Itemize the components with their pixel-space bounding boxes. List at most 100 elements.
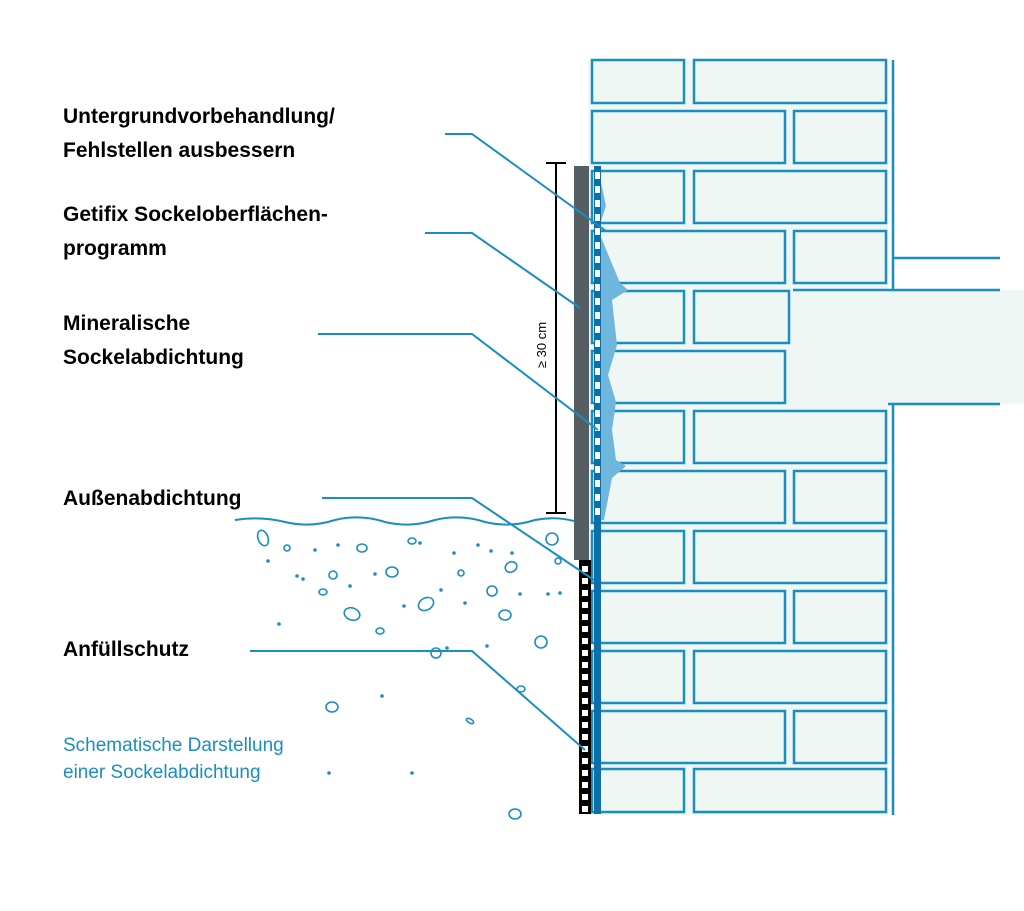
outer-sealing-layer	[594, 166, 601, 814]
height-dimension	[546, 162, 566, 514]
floor-slab	[793, 256, 1024, 406]
sealing-dash	[595, 452, 600, 459]
soil-dot	[485, 644, 489, 648]
protection-square	[582, 602, 588, 608]
soil-dot	[380, 694, 384, 698]
label-mineral-line1: Mineralische	[63, 312, 190, 335]
protection-square	[582, 710, 588, 716]
brick	[692, 58, 888, 105]
soil-dot	[546, 592, 550, 596]
sealing-dash	[595, 466, 600, 473]
sealing-dash	[595, 242, 600, 249]
brick	[792, 589, 888, 645]
protection-square	[582, 686, 588, 692]
protection-square	[582, 650, 588, 656]
label-anfuell: Anfüllschutz	[63, 638, 189, 661]
brick	[692, 529, 888, 585]
soil-dots	[266, 541, 562, 775]
sealing-dash	[595, 340, 600, 347]
protection-square	[582, 698, 588, 704]
soil-texture	[256, 529, 562, 820]
protection-square	[582, 566, 588, 572]
soil-pebble	[516, 685, 526, 693]
brick	[590, 58, 686, 105]
soil-pebble	[498, 609, 512, 621]
brick	[590, 529, 686, 585]
soil-dot	[410, 771, 414, 775]
leader-anfuell	[250, 650, 586, 751]
sealing-dash	[595, 410, 600, 417]
sealing-dash	[595, 382, 600, 389]
sealing-dash	[595, 186, 600, 193]
brick	[590, 349, 787, 405]
protection-square	[582, 638, 588, 644]
sealing-dash	[595, 298, 600, 305]
sealing-dash	[595, 494, 600, 501]
sealing-dash	[595, 508, 600, 515]
soil-dot	[373, 572, 377, 576]
soil-dot	[327, 771, 331, 775]
dimension-label: ≥ 30 cm	[534, 322, 549, 368]
label-mineral-line2: Sockelabdichtung	[63, 346, 244, 369]
brick	[692, 649, 888, 705]
plinth-plaster-layer	[574, 166, 589, 560]
label-aussen: Außenabdichtung	[63, 487, 241, 510]
label-untergrund-line1: Untergrundvorbehandlung/	[63, 105, 335, 128]
soil-dot	[445, 646, 449, 650]
soil-pebble	[283, 544, 291, 552]
soil-dot	[418, 541, 422, 545]
soil-pebble	[318, 588, 328, 596]
brick	[792, 229, 888, 285]
sealing-dash-pattern	[595, 172, 600, 515]
label-getifix-line2: programm	[63, 237, 167, 260]
soil-pebble	[417, 596, 435, 612]
soil-pebble	[554, 557, 562, 565]
soil-dot	[489, 549, 493, 553]
protection-square	[582, 782, 588, 788]
soil-pebble	[256, 529, 270, 547]
sealing-dash	[595, 200, 600, 207]
soil-dot	[402, 604, 406, 608]
sealing-dash	[595, 480, 600, 487]
protection-square	[582, 614, 588, 620]
brick	[590, 229, 787, 285]
sealing-dash	[595, 396, 600, 403]
soil-pebble	[457, 569, 465, 577]
brick	[590, 169, 686, 225]
brick	[590, 709, 787, 765]
protection-square	[582, 590, 588, 596]
soil-pebble	[356, 543, 368, 553]
brick	[590, 469, 787, 525]
brick	[792, 709, 888, 765]
protection-square	[582, 674, 588, 680]
sealing-dash	[595, 172, 600, 179]
soil-dot	[476, 543, 480, 547]
soil-dot	[558, 591, 562, 595]
brick	[590, 589, 787, 645]
leader-untergrund	[445, 133, 607, 232]
soil-dot	[463, 601, 467, 605]
label-getifix-line1: Getifix Sockeloberflächen-	[63, 203, 328, 226]
soil-pebble	[407, 537, 417, 545]
soil-dot	[510, 551, 514, 555]
sealing-dash	[595, 256, 600, 263]
protection-square	[582, 770, 588, 776]
soil-dot	[313, 548, 317, 552]
soil-dot	[336, 543, 340, 547]
soil-pebble	[430, 647, 442, 659]
soil-pebble	[325, 701, 339, 713]
soil-pebble	[343, 606, 361, 622]
protection-square	[582, 794, 588, 800]
brick-wall	[588, 58, 895, 815]
sealing-dash	[595, 270, 600, 277]
soil-pebble	[465, 717, 475, 725]
sealing-dash	[595, 312, 600, 319]
sealing-dash	[595, 284, 600, 291]
soil-pebble	[508, 808, 522, 820]
soil-dot	[439, 588, 443, 592]
sealing-dash	[595, 354, 600, 361]
sealing-dash	[595, 438, 600, 445]
brick	[590, 109, 787, 165]
soil-pebble	[545, 532, 559, 546]
